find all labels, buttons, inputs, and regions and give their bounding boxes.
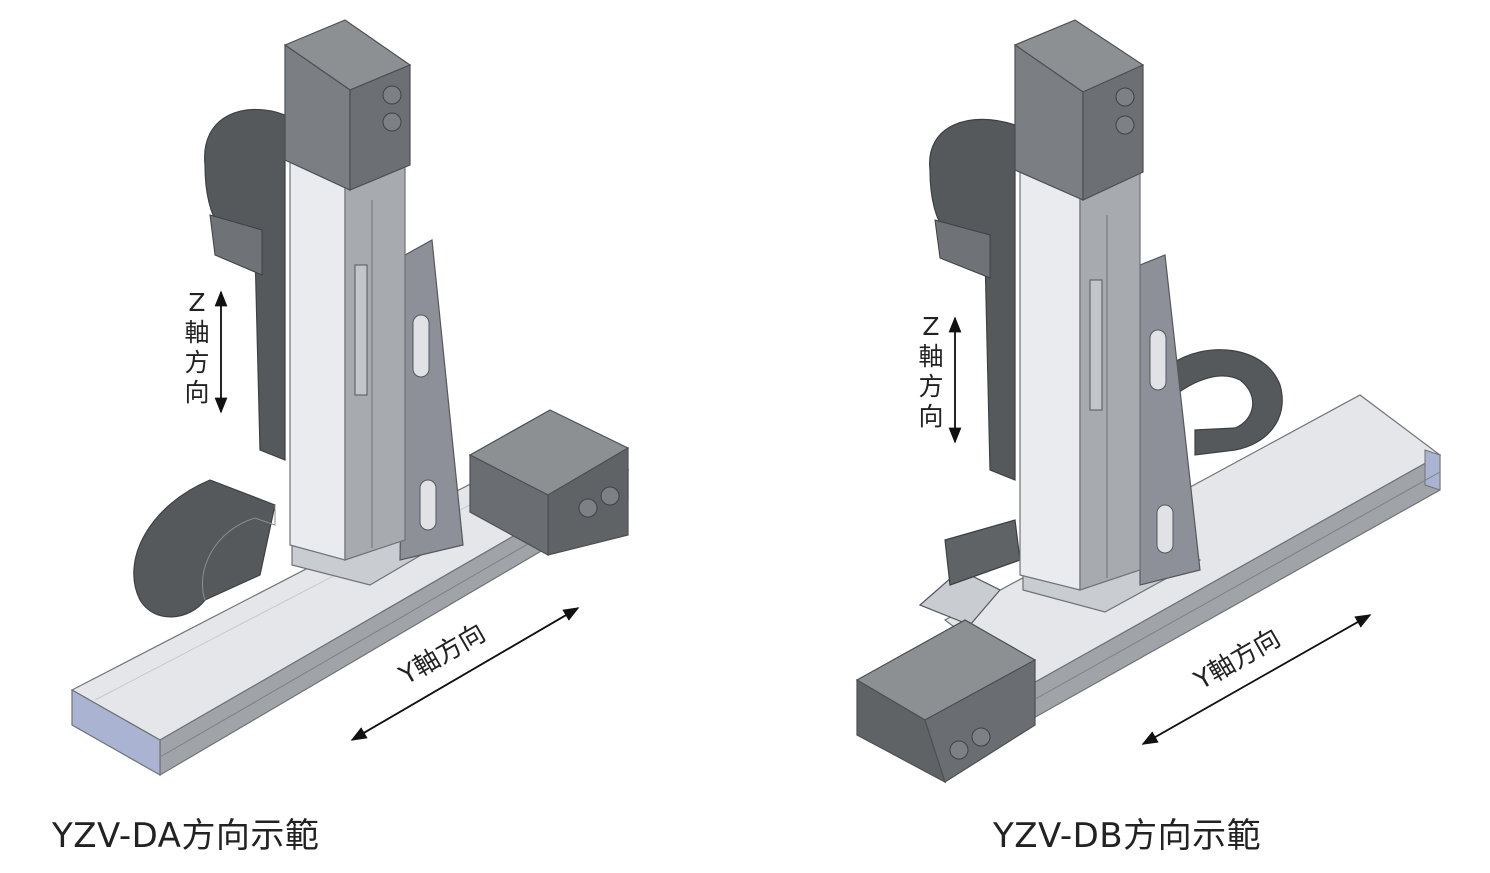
z-label-char: Z: [922, 312, 940, 341]
z-label-char: 向: [918, 402, 944, 431]
caption: YZV-DA方向示範: [52, 816, 320, 856]
cable-guide: [944, 519, 1021, 586]
diagram-yzv-da: Z 軸 方 向 Y軸方向 YZV-DA方向示範: [52, 19, 630, 856]
rail-end-cap: [1424, 449, 1441, 491]
z-motor: [1013, 19, 1145, 201]
y-motor: [468, 409, 630, 557]
z-label-char: 軸: [918, 342, 944, 371]
rail-end-cap: [71, 688, 161, 777]
z-axis-column: [289, 149, 406, 561]
z-label-char: 方: [184, 348, 210, 377]
z-axis-label: Z 軸 方 向: [915, 312, 947, 432]
z-cable-chain: [929, 118, 1016, 481]
y-cable-chain: [133, 479, 276, 618]
z-label-char: 向: [184, 378, 210, 407]
y-arrow-back: [350, 609, 576, 741]
z-axis-label: Z 軸 方 向: [181, 288, 213, 408]
yzv-da-illustration: [70, 19, 630, 777]
y-cable-chain: [1169, 349, 1283, 456]
caption: YZV-DB方向示範: [993, 816, 1262, 856]
z-motor: [283, 19, 412, 191]
z-label-char: 方: [918, 372, 944, 401]
z-axis-column: [1019, 164, 1141, 591]
z-label-char: Z: [188, 288, 206, 317]
cable-tray: [918, 569, 1001, 626]
z-cable-chain: [204, 108, 286, 461]
y-arrow-back: [1141, 617, 1366, 745]
z-label-char: 軸: [184, 318, 210, 347]
yzv-db-illustration: [855, 19, 1442, 784]
y-motor: [855, 619, 1037, 784]
diagram-yzv-db: Z 軸 方 向 Y軸方向 YZV-DB方向示範: [745, 0, 1490, 873]
support-bracket: [399, 239, 464, 561]
support-bracket: [1139, 254, 1201, 586]
